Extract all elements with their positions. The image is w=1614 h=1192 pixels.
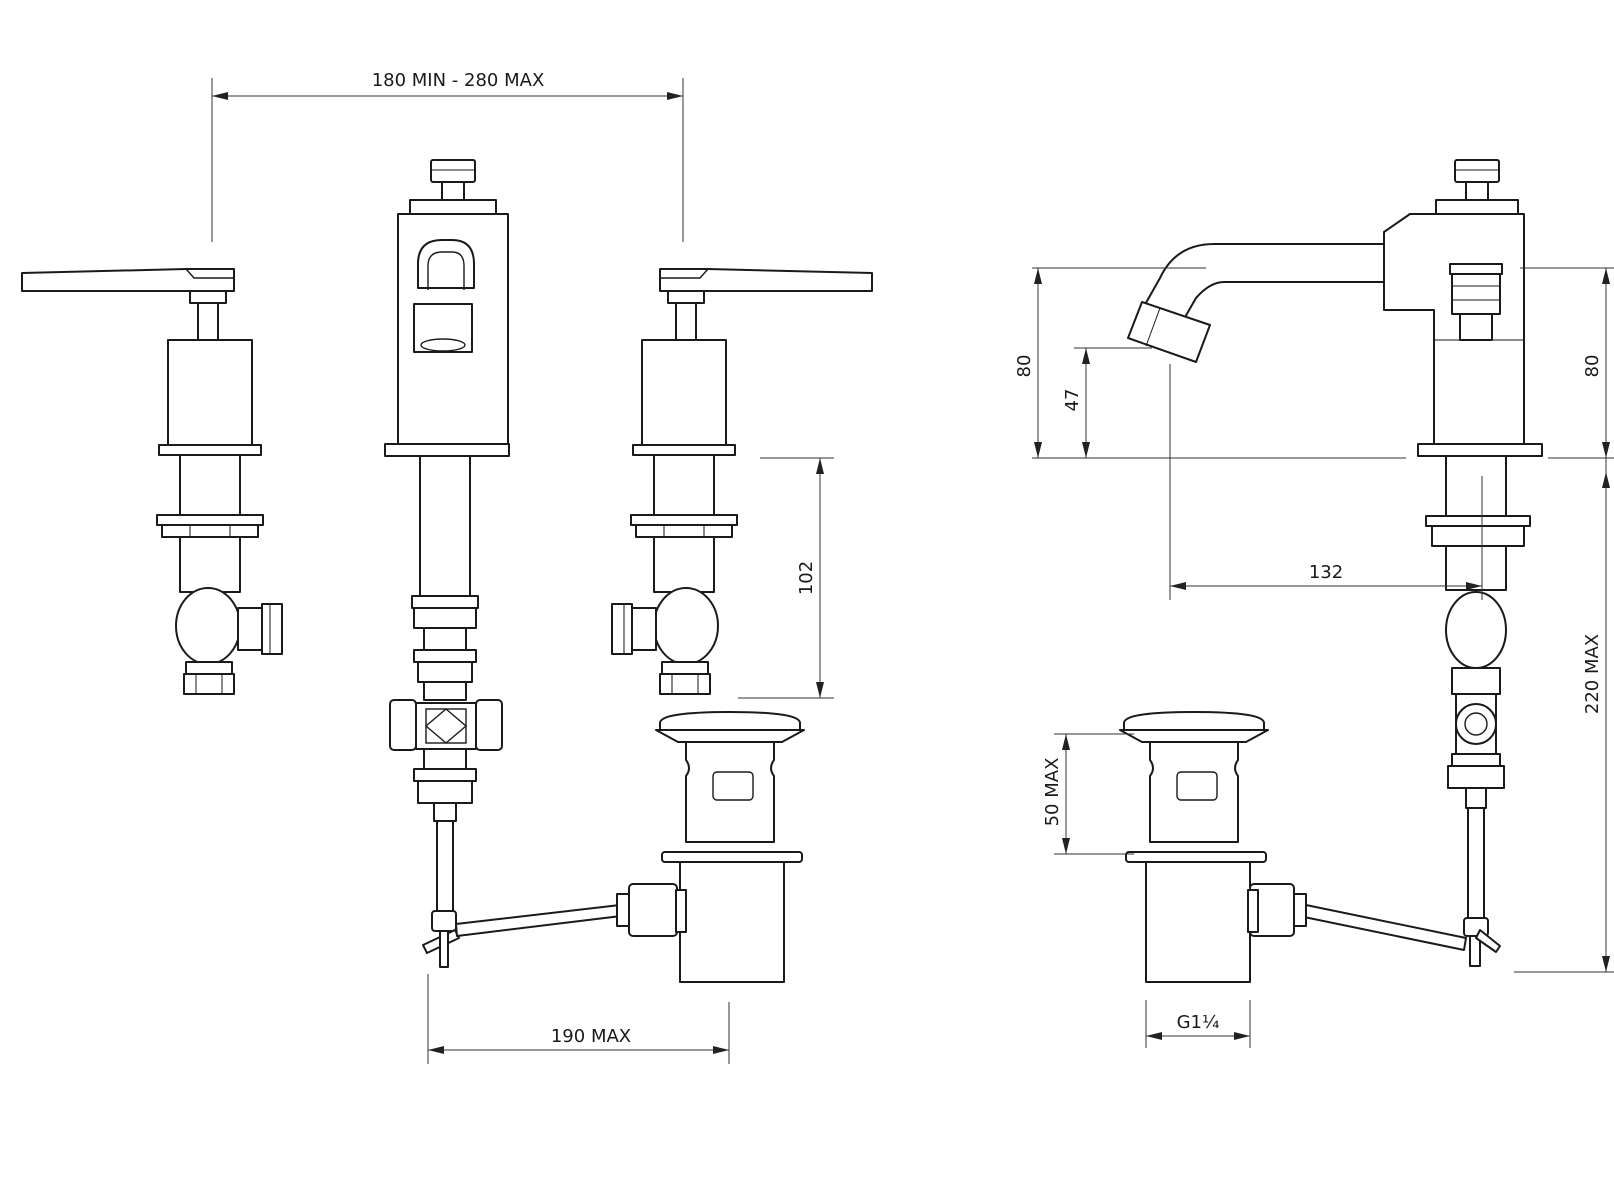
dim-under-deck-max: 220 MAX bbox=[1582, 634, 1603, 714]
side-pop-up-rod bbox=[1249, 883, 1467, 951]
dim-waste-thread: G1¼ bbox=[1177, 1012, 1220, 1033]
centre-spout bbox=[384, 159, 510, 968]
left-valve bbox=[21, 268, 283, 695]
side-valve-body bbox=[1383, 159, 1543, 967]
front-waste bbox=[655, 711, 805, 983]
dim-spout-height-right: 80 bbox=[1582, 355, 1603, 378]
side-spout bbox=[1127, 243, 1385, 363]
dim-waste-adjust: 50 MAX bbox=[1042, 758, 1063, 827]
front-view bbox=[21, 159, 873, 983]
dim-spout-reach: 132 bbox=[1309, 562, 1343, 583]
dim-spout-height-left: 80 bbox=[1014, 355, 1035, 378]
dim-outlet-height: 47 bbox=[1062, 389, 1083, 412]
dimension-labels: 180 MIN - 280 MAX 102 190 MAX 80 47 132 … bbox=[372, 70, 1603, 1047]
dim-valve-height: 102 bbox=[796, 561, 817, 595]
dim-pop-up-reach: 190 MAX bbox=[551, 1026, 631, 1047]
dimension-lines bbox=[211, 78, 1614, 1064]
side-waste bbox=[1119, 711, 1269, 983]
front-pop-up-rod bbox=[455, 883, 678, 937]
side-view bbox=[1119, 159, 1543, 983]
dim-width-range: 180 MIN - 280 MAX bbox=[372, 70, 545, 91]
right-valve bbox=[611, 268, 873, 695]
